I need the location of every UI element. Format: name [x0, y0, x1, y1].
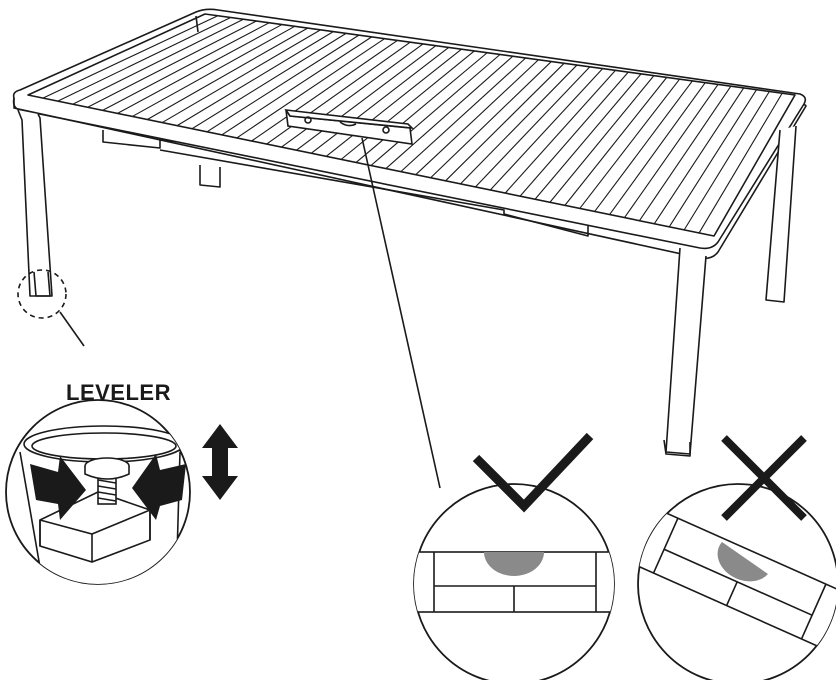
tabletop-slat [400, 57, 527, 173]
tabletop-slat [385, 55, 514, 169]
frame-rail-left [102, 130, 161, 149]
cross-mark-icon [721, 435, 807, 521]
tabletop-slat [638, 85, 732, 221]
tabletop-slat [57, 17, 231, 102]
leg-front-left [17, 109, 53, 297]
leg-front-right [665, 247, 707, 455]
tabletop-slat [251, 39, 398, 142]
leg-back-left [195, 15, 199, 33]
tabletop-slat [206, 34, 360, 133]
tabletop-slat [474, 66, 591, 188]
tabletop-slat [683, 91, 770, 231]
up-down-arrow-icon [202, 424, 238, 500]
tabletop-inner-border [27, 13, 796, 237]
tabletop-slat [504, 69, 616, 194]
tabletop-slat [42, 15, 219, 99]
rotate-arrow-left-icon [30, 456, 86, 520]
leg-back-right [765, 125, 797, 303]
level-bubble [717, 542, 768, 582]
tabletop-slat [489, 68, 604, 191]
tabletop-slat [415, 59, 539, 176]
tabletop-slat [609, 82, 706, 215]
leader-line-leveler [59, 311, 85, 347]
tabletop-slat [653, 87, 745, 225]
leg-front-left-foot [33, 271, 51, 297]
level-bubble [484, 552, 544, 576]
tabletop-slat [564, 77, 668, 206]
tabletop-slat [87, 20, 257, 108]
tabletop-slat [296, 45, 437, 151]
tabletop-slat [147, 27, 308, 120]
leveler-label: LEVELER [66, 380, 171, 405]
tabletop-slat [355, 52, 488, 163]
incorrect-level-callout [637, 435, 836, 680]
tabletop-slat [668, 89, 757, 228]
tabletop-slat [311, 47, 450, 154]
tabletop-slat [72, 18, 244, 105]
tabletop-slat [370, 54, 501, 166]
tabletop-slat [176, 31, 334, 127]
spirit-level [284, 109, 415, 145]
tabletop-slat [430, 61, 552, 179]
tabletop-slat [624, 84, 719, 218]
center-support [199, 165, 221, 188]
tabletop-slat [698, 92, 783, 234]
tabletop-slat [281, 43, 424, 148]
tabletop-slat [445, 62, 565, 182]
tabletop-slat [221, 36, 373, 136]
leg-front-right-foot [663, 439, 691, 457]
leveler-detail [5, 399, 238, 585]
leveler-focus-circle [17, 269, 67, 319]
tabletop-slat [549, 75, 655, 203]
tabletop-slat [579, 78, 681, 209]
tabletop-slat [325, 48, 462, 157]
check-mark-icon [472, 432, 594, 513]
tabletop-slat [191, 32, 347, 130]
tabletop-slats [42, 15, 783, 234]
tabletop-slat [161, 29, 321, 124]
tabletop-slat [460, 64, 578, 185]
correct-level-callout [413, 432, 615, 680]
tabletop-slat [132, 25, 296, 117]
rotate-arrow-right-icon [132, 454, 186, 520]
tabletop-slat [102, 22, 270, 111]
tabletop-slat [117, 24, 283, 114]
tabletop-slat [519, 71, 629, 197]
leader-line-level [361, 137, 441, 489]
tabletop-slat [594, 80, 693, 212]
tabletop-slat [534, 73, 642, 200]
tabletop-slat [236, 38, 385, 139]
